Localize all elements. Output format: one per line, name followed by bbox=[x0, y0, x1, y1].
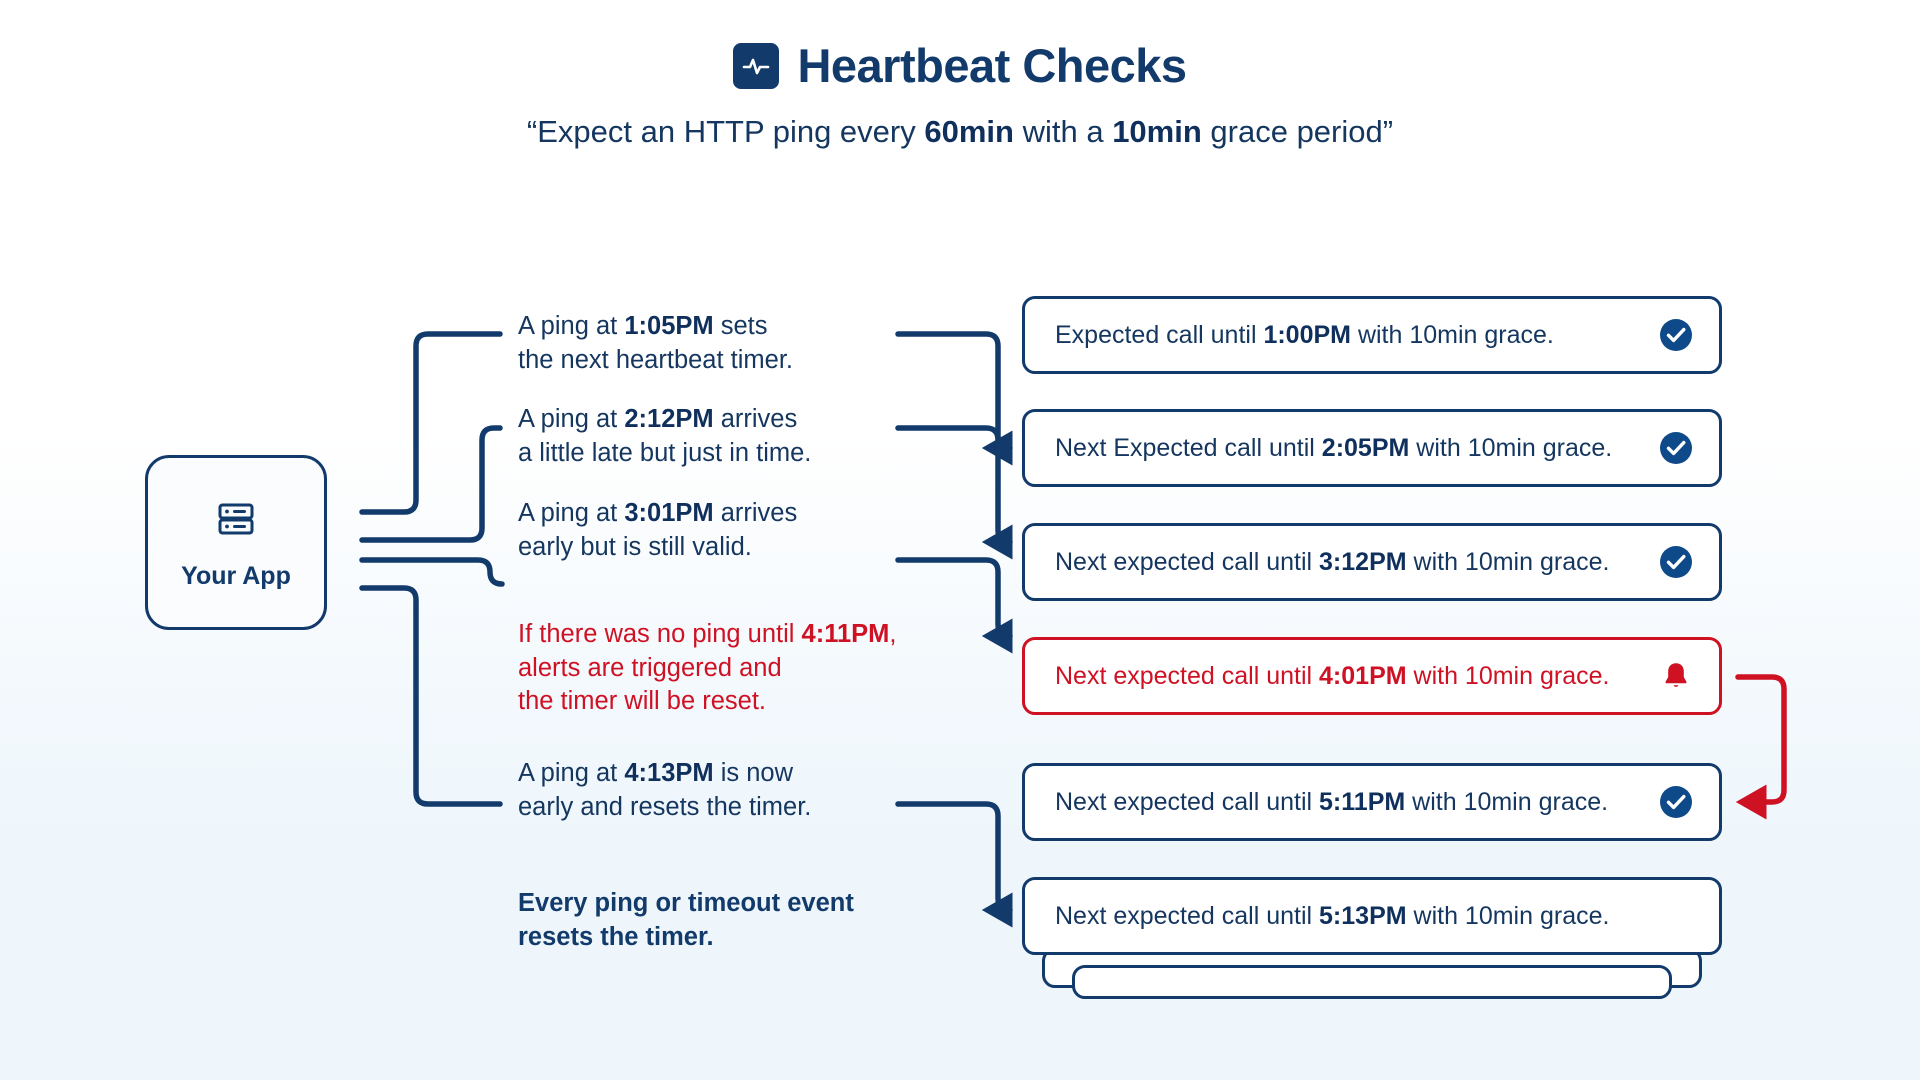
event-text-suffix: arrives early but is still valid. bbox=[518, 499, 798, 561]
ghost-card-2 bbox=[1072, 965, 1672, 999]
card-text-prefix: Next expected call until bbox=[1055, 901, 1320, 930]
event-text-prefix: A ping at bbox=[518, 759, 625, 787]
card-text-prefix: Next Expected call until bbox=[1055, 433, 1322, 462]
page-subtitle: “Expect an HTTP ping every 60min with a … bbox=[0, 113, 1920, 150]
event-time-value: 4:11PM bbox=[801, 620, 890, 648]
card-expected-100pm[interactable]: Expected call until 1:00PM with 10min gr… bbox=[1022, 296, 1722, 374]
check-circle-icon bbox=[1659, 545, 1693, 579]
event-time-value: 2:12PM bbox=[624, 405, 714, 433]
event-ping-413pm: A ping at 4:13PM is now early and resets… bbox=[518, 757, 811, 824]
card-text-prefix: Next expected call until bbox=[1055, 787, 1320, 816]
card-time-value: 4:01PM bbox=[1319, 661, 1407, 690]
card-expected-401pm[interactable]: Next expected call until 4:01PM with 10m… bbox=[1022, 637, 1722, 715]
subtitle-suffix: grace period” bbox=[1201, 114, 1394, 149]
event-time-value: 1:05PM bbox=[624, 312, 714, 340]
check-circle-icon bbox=[1659, 785, 1693, 819]
heartbeat-pulse-icon bbox=[733, 42, 780, 89]
card-text: Next expected call until 5:13PM with 10m… bbox=[1055, 902, 1719, 931]
subtitle-prefix: “Expect an HTTP ping every bbox=[526, 114, 925, 149]
card-text-suffix: with 10min grace. bbox=[1405, 787, 1609, 816]
card-time-value: 2:05PM bbox=[1321, 433, 1410, 462]
card-expected-205pm[interactable]: Next Expected call until 2:05PM with 10m… bbox=[1022, 409, 1722, 487]
card-time-value: 1:00PM bbox=[1263, 320, 1351, 349]
page-header: Heartbeat Checks “Expect an HTTP ping ev… bbox=[0, 0, 1920, 150]
card-text-prefix: Next expected call until bbox=[1055, 547, 1320, 576]
card-text-suffix: with 10min grace. bbox=[1351, 320, 1554, 349]
event-no-ping-411pm: If there was no ping until 4:11PM, alert… bbox=[518, 618, 897, 719]
event-ping-301pm: A ping at 3:01PM arrives early but is st… bbox=[518, 497, 797, 564]
check-circle-icon bbox=[1659, 318, 1693, 352]
card-text: Next expected call until 5:11PM with 10m… bbox=[1055, 788, 1659, 817]
card-text-suffix: with 10min grace. bbox=[1409, 433, 1613, 462]
card-expected-312pm[interactable]: Next expected call until 3:12PM with 10m… bbox=[1022, 523, 1722, 601]
page-title: Heartbeat Checks bbox=[797, 39, 1187, 92]
card-text: Next expected call until 4:01PM with 10m… bbox=[1055, 662, 1659, 691]
event-text-prefix: A ping at bbox=[518, 499, 625, 527]
check-circle-icon bbox=[1659, 431, 1693, 465]
event-text-suffix: , alerts are triggered and the timer wil… bbox=[518, 620, 897, 716]
card-text: Next expected call until 3:12PM with 10m… bbox=[1055, 548, 1659, 577]
event-ping-105pm: A ping at 1:05PM sets the next heartbeat… bbox=[518, 310, 793, 377]
card-text-suffix: with 10min grace. bbox=[1406, 547, 1610, 576]
event-text-suffix: sets the next heartbeat timer. bbox=[518, 312, 793, 374]
event-text-prefix: A ping at bbox=[518, 405, 625, 433]
card-text: Expected call until 1:00PM with 10min gr… bbox=[1055, 321, 1659, 350]
event-reset-summary: Every ping or timeout event resets the t… bbox=[518, 887, 854, 954]
event-text-suffix: arrives a little late but just in time. bbox=[518, 405, 812, 467]
your-app-node[interactable]: Your App bbox=[145, 455, 327, 630]
card-text-suffix: with 10min grace. bbox=[1406, 661, 1610, 690]
subtitle-interval: 60min bbox=[924, 114, 1014, 149]
event-ping-212pm: A ping at 2:12PM arrives a little late b… bbox=[518, 403, 811, 470]
card-time-value: 5:13PM bbox=[1319, 901, 1407, 930]
event-text-prefix: If there was no ping until bbox=[518, 620, 802, 648]
subtitle-middle: with a bbox=[1013, 114, 1113, 149]
app-label: Your App bbox=[181, 561, 291, 590]
card-text: Next Expected call until 2:05PM with 10m… bbox=[1055, 434, 1659, 463]
card-text-prefix: Next expected call until bbox=[1055, 661, 1320, 690]
card-time-value: 3:12PM bbox=[1319, 547, 1407, 576]
event-text-suffix: is now early and resets the timer. bbox=[518, 759, 812, 821]
server-rack-icon bbox=[212, 495, 260, 548]
card-text-prefix: Expected call until bbox=[1055, 320, 1264, 349]
event-time-value: 3:01PM bbox=[624, 499, 714, 527]
event-time-value: 4:13PM bbox=[624, 759, 714, 787]
card-text-suffix: with 10min grace. bbox=[1406, 901, 1610, 930]
bell-alert-icon bbox=[1659, 659, 1693, 693]
card-expected-513pm[interactable]: Next expected call until 5:13PM with 10m… bbox=[1022, 877, 1722, 955]
card-expected-511pm[interactable]: Next expected call until 5:11PM with 10m… bbox=[1022, 763, 1722, 841]
event-text-prefix: A ping at bbox=[518, 312, 625, 340]
subtitle-grace: 10min bbox=[1112, 114, 1202, 149]
card-time-value: 5:11PM bbox=[1319, 787, 1406, 816]
event-text-prefix: Every ping or timeout event resets the t… bbox=[518, 889, 854, 951]
